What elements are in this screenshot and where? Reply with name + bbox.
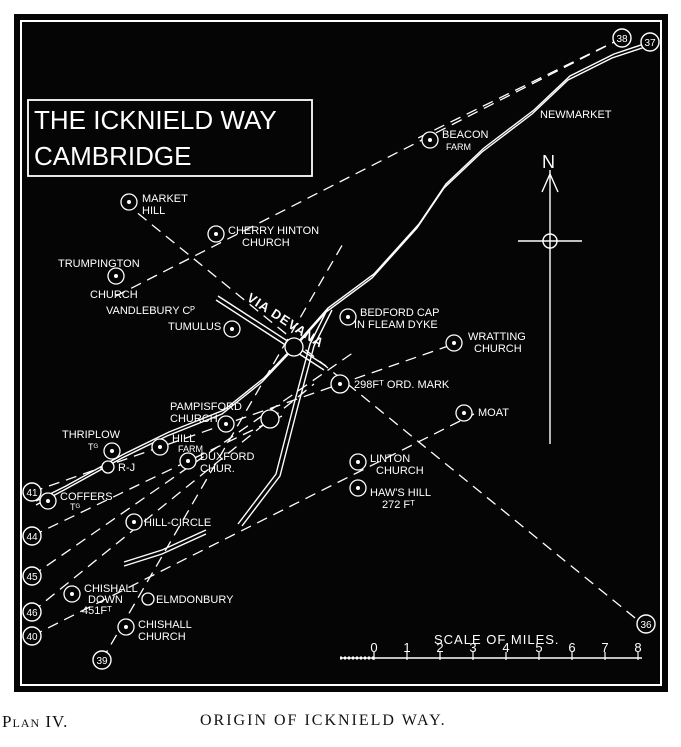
newmarket-label: NEWMARKET xyxy=(540,109,612,121)
bedford-cap-label-2: IN FLEAM DYKE xyxy=(354,319,438,331)
chishall-church-label-1: CHISHALL xyxy=(138,619,192,631)
haws-hill-label-2: 272 Fᵀ xyxy=(382,499,415,511)
edge-marker-44: 44 xyxy=(26,532,38,543)
wratting-label-1: WRATTING xyxy=(468,331,526,343)
coffers-label-2: Tᴳ xyxy=(70,502,80,512)
sight-line-38 xyxy=(115,37,623,297)
pampisford-label-1: PAMPISFORD xyxy=(170,401,242,413)
scale-tick-0: 0 xyxy=(370,640,377,655)
scale-tick-4: 4 xyxy=(502,640,509,655)
plan-label: Plan IV. xyxy=(2,712,69,731)
cherry-hinton-label-2: CHURCH xyxy=(242,237,290,249)
junction-marker xyxy=(260,409,280,429)
linton-label-1: LINTON xyxy=(370,453,410,465)
hill-farm-label-2: FARM xyxy=(178,444,203,454)
chishall-down-label-3: 451Fᵀ xyxy=(82,605,112,617)
chishall-church-label-2: CHURCH xyxy=(138,631,186,643)
scale-tick-5: 5 xyxy=(535,640,542,655)
map-title-line-1: THE ICKNIELD WAY xyxy=(34,105,277,135)
elmdonbury-label: ELMDONBURY xyxy=(156,594,234,606)
edge-marker-38: 38 xyxy=(616,34,628,45)
scale-tick-3: 3 xyxy=(469,640,476,655)
edge-marker-37: 37 xyxy=(644,38,656,49)
sight-line-45 xyxy=(31,351,355,577)
thriplow-label-2: Tᴳ xyxy=(88,442,98,452)
map-panel: VIA DEVANA THE ICKNIELD WAY CAMBRIDGE N … xyxy=(14,14,668,692)
wratting-label-2: CHURCH xyxy=(474,343,522,355)
edge-marker-46: 46 xyxy=(26,608,38,619)
sight-line-36 xyxy=(123,201,641,623)
sight-line-39 xyxy=(101,241,345,661)
map-title-box: THE ICKNIELD WAY CAMBRIDGE xyxy=(27,99,313,177)
rj-marker xyxy=(101,460,115,474)
duxford-label-2: CHUR. xyxy=(200,463,235,475)
scale-tick-2: 2 xyxy=(436,640,443,655)
edge-marker-45: 45 xyxy=(26,572,38,583)
scale-bar: SCALE OF MILES. 0 1 2 3 4 5 6 7 8 xyxy=(340,632,642,660)
icknield-way-road xyxy=(35,41,651,567)
market-hill-label-1: MARKET xyxy=(142,193,188,205)
trumpington-label-2: CHURCH xyxy=(90,289,138,301)
icknield-way-south xyxy=(123,529,207,563)
hill-circle-label: HILL-CIRCLE xyxy=(144,517,211,529)
edge-marker-36: 36 xyxy=(640,620,652,631)
scale-tick-1: 1 xyxy=(403,640,410,655)
trumpington-label-1: TRUMPINGTON xyxy=(58,258,140,270)
market-hill-label-2: HILL xyxy=(142,205,165,217)
icknield-way-branch xyxy=(237,307,329,525)
hill-farm-label-1: HILL xyxy=(172,433,195,445)
duxford-label-1: DUXFORD xyxy=(200,451,254,463)
vandlebury-label-1: VANDLEBURY Cᴾ xyxy=(106,305,195,317)
sight-line-46 xyxy=(31,383,315,613)
bedford-cap-label-1: BEDFORD CAP xyxy=(360,307,439,319)
chishall-down-label-1: CHISHALL xyxy=(84,583,138,595)
thriplow-label-1: THRIPLOW xyxy=(62,429,121,441)
scale-label: SCALE OF MILES. xyxy=(434,632,560,647)
sight-lines xyxy=(31,37,641,661)
sight-line-40 xyxy=(31,413,475,637)
map-border xyxy=(20,20,662,686)
via-devana-crossing-marker xyxy=(284,337,304,357)
beacon-farm-label-2: FARM xyxy=(446,142,471,152)
chishall-down-label-2: DOWN xyxy=(88,594,123,606)
coffers-label-1: COFFERS xyxy=(60,491,113,503)
sight-line-44 xyxy=(31,415,283,537)
edge-marker-40: 40 xyxy=(26,632,38,643)
beacon-farm-label-1: BEACON xyxy=(442,129,489,141)
sight-line-38-beacon xyxy=(413,37,623,141)
north-arrow xyxy=(518,170,582,444)
scale-tick-6: 6 xyxy=(568,640,575,655)
north-label: N xyxy=(542,152,555,172)
edge-marker-39: 39 xyxy=(96,656,108,667)
pampisford-label-2: CHURCH xyxy=(170,413,218,425)
vandlebury-label-2: TUMULUS xyxy=(168,321,221,333)
ord-mark-label: 298Fᵀ ORD. MARK xyxy=(354,379,450,391)
map-canvas: VIA DEVANA THE ICKNIELD WAY CAMBRIDGE N … xyxy=(20,20,662,686)
scale-tick-7: 7 xyxy=(601,640,608,655)
linton-label-2: CHURCH xyxy=(376,465,424,477)
scale-tick-8: 8 xyxy=(634,640,641,655)
cherry-hinton-label-1: CHERRY HINTON xyxy=(228,225,319,237)
edge-marker-41: 41 xyxy=(26,488,38,499)
moat-label: MOAT xyxy=(478,407,509,419)
map-title-line-2: CAMBRIDGE xyxy=(34,141,191,171)
via-devana-road xyxy=(215,295,327,371)
haws-hill-label-1: HAW'S HILL xyxy=(370,487,431,499)
elmdonbury-marker xyxy=(141,592,155,606)
rj-label: R-J xyxy=(118,462,135,474)
figure-caption: ORIGIN OF ICKNIELD WAY. xyxy=(200,712,447,729)
edge-markers xyxy=(22,28,660,670)
